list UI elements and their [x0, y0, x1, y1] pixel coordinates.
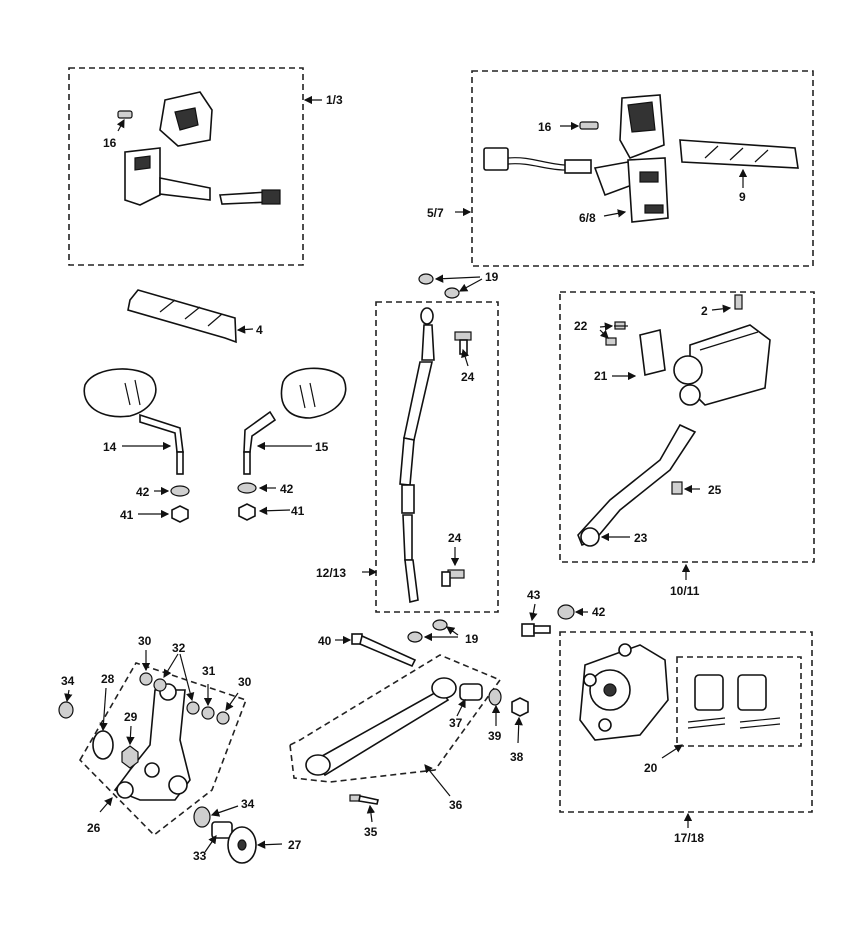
label-23: 23 — [634, 531, 648, 545]
mirror-14-left — [83, 368, 184, 475]
mirror-15-right — [243, 367, 347, 475]
label-24-bottom: 24 — [448, 531, 462, 545]
bolt-43-washer-42 — [521, 604, 575, 637]
brake-lever-23 — [577, 423, 697, 547]
right-switch-harness — [483, 147, 633, 197]
label-15: 15 — [315, 440, 329, 454]
label-10-11: 10/11 — [670, 584, 700, 598]
label-42-right: 42 — [280, 482, 294, 496]
label-1-3: 1/3 — [326, 93, 343, 107]
label-19-bottom: 19 — [465, 632, 479, 646]
label-42-caliper: 42 — [592, 605, 606, 619]
label-14: 14 — [103, 440, 117, 454]
grip-4 — [127, 289, 237, 344]
bushing-37-washer-39-nut-38 — [459, 683, 529, 717]
label-43: 43 — [527, 588, 541, 602]
label-38: 38 — [510, 750, 524, 764]
banjo-bolts-24 — [441, 331, 472, 587]
label-41-left: 41 — [120, 508, 134, 522]
label-22: 22 — [574, 319, 588, 333]
brake-pads — [687, 674, 781, 729]
label-28: 28 — [101, 672, 115, 686]
bolt-40 — [351, 633, 417, 668]
group-box-left-switch — [68, 67, 304, 266]
label-21: 21 — [594, 369, 608, 383]
label-2: 2 — [701, 304, 708, 318]
brake-caliper — [579, 643, 669, 741]
label-4: 4 — [256, 323, 263, 337]
group-box-brake-pads — [676, 656, 802, 747]
label-36: 36 — [449, 798, 463, 812]
label-39: 39 — [488, 729, 502, 743]
label-24-top: 24 — [461, 370, 475, 384]
group-box-caliper — [559, 631, 813, 813]
label-16-left: 16 — [103, 136, 117, 150]
spacers-34-33-27 — [193, 806, 257, 864]
group-box-right-switch — [471, 70, 814, 267]
grip-9 — [679, 139, 799, 169]
washers-19 — [407, 273, 460, 643]
callout-labels: 1/3 16 5/7 16 6/8 9 19 4 14 15 42 42 41 … — [61, 93, 746, 863]
group-box-footrest-bracket — [79, 662, 248, 837]
screw-16-right — [579, 121, 599, 130]
washers-28-29-34 — [58, 701, 139, 769]
label-27: 27 — [288, 838, 302, 852]
right-switch-housing — [619, 94, 669, 223]
label-30-right: 30 — [238, 675, 252, 689]
label-6-8: 6/8 — [579, 211, 596, 225]
screw-16-left — [117, 110, 133, 119]
label-32: 32 — [172, 641, 186, 655]
label-19-top: 19 — [485, 270, 499, 284]
label-30-left: 30 — [138, 634, 152, 648]
label-25: 25 — [708, 483, 722, 497]
label-20: 20 — [644, 761, 658, 775]
group-box-footrest-arm — [289, 654, 502, 783]
left-switch-housing — [124, 91, 281, 206]
label-40: 40 — [318, 634, 332, 648]
washers-42-41-mirrors — [170, 482, 257, 523]
group-box-master-cylinder — [559, 291, 815, 563]
label-5-7: 5/7 — [427, 206, 444, 220]
label-17-18: 17/18 — [674, 831, 704, 845]
label-9: 9 — [739, 190, 746, 204]
label-37: 37 — [449, 716, 463, 730]
label-33: 33 — [193, 849, 207, 863]
label-12-13: 12/13 — [316, 566, 346, 580]
group-box-brake-hose — [375, 301, 499, 613]
label-42-left: 42 — [136, 485, 150, 499]
label-34-bottom: 34 — [241, 797, 255, 811]
label-31: 31 — [202, 664, 216, 678]
screw-35 — [349, 794, 379, 805]
brake-hose — [399, 307, 435, 603]
footrest-bracket-26 — [113, 683, 191, 801]
label-26: 26 — [87, 821, 101, 835]
leader-lines — [64, 95, 748, 853]
label-34-left: 34 — [61, 674, 75, 688]
label-41-right: 41 — [291, 504, 305, 518]
label-29: 29 — [124, 710, 138, 724]
label-16-right: 16 — [538, 120, 552, 134]
bushings-30-32-31 — [139, 672, 230, 725]
master-cylinder — [605, 294, 771, 406]
label-35: 35 — [364, 825, 378, 839]
footrest-arm-36 — [305, 677, 457, 777]
